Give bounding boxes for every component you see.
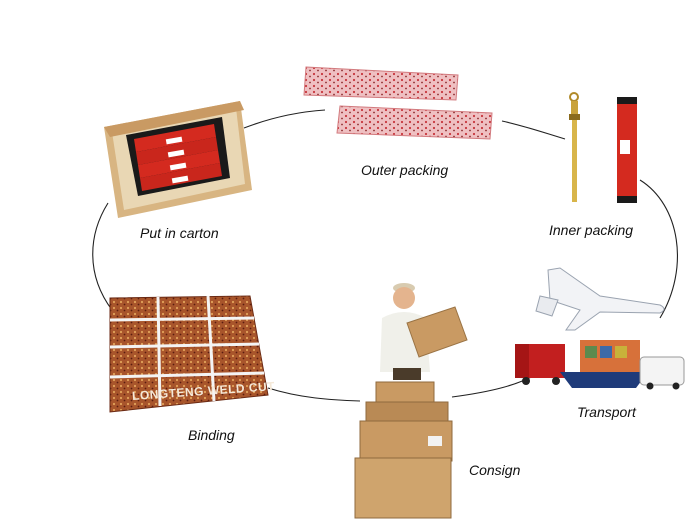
consign-image — [354, 283, 468, 519]
cycle-line-inner-to-transport — [639, 179, 678, 319]
label-inner-packing: Inner packing — [549, 222, 634, 238]
transport-image — [515, 267, 685, 390]
outer-packing-image — [303, 66, 493, 140]
carton-image — [104, 101, 252, 218]
label-consign: Consign — [469, 462, 521, 478]
cycle-line-binding-to-consign — [267, 387, 361, 402]
label-binding: Binding — [188, 427, 235, 443]
label-outer-packing: Outer packing — [361, 162, 449, 178]
label-transport: Transport — [577, 404, 636, 420]
cycle-lines — [92, 109, 678, 402]
cycle-line-carton-to-binding — [92, 202, 113, 311]
inner-packing-image — [569, 92, 637, 203]
cycle-line-outer-to-inner — [501, 120, 566, 140]
label-put-in-carton: Put in carton — [140, 225, 219, 241]
cycle-line-carton-to-outer — [243, 109, 326, 129]
binding-image: LONGTENG WELD CUT — [109, 295, 276, 413]
